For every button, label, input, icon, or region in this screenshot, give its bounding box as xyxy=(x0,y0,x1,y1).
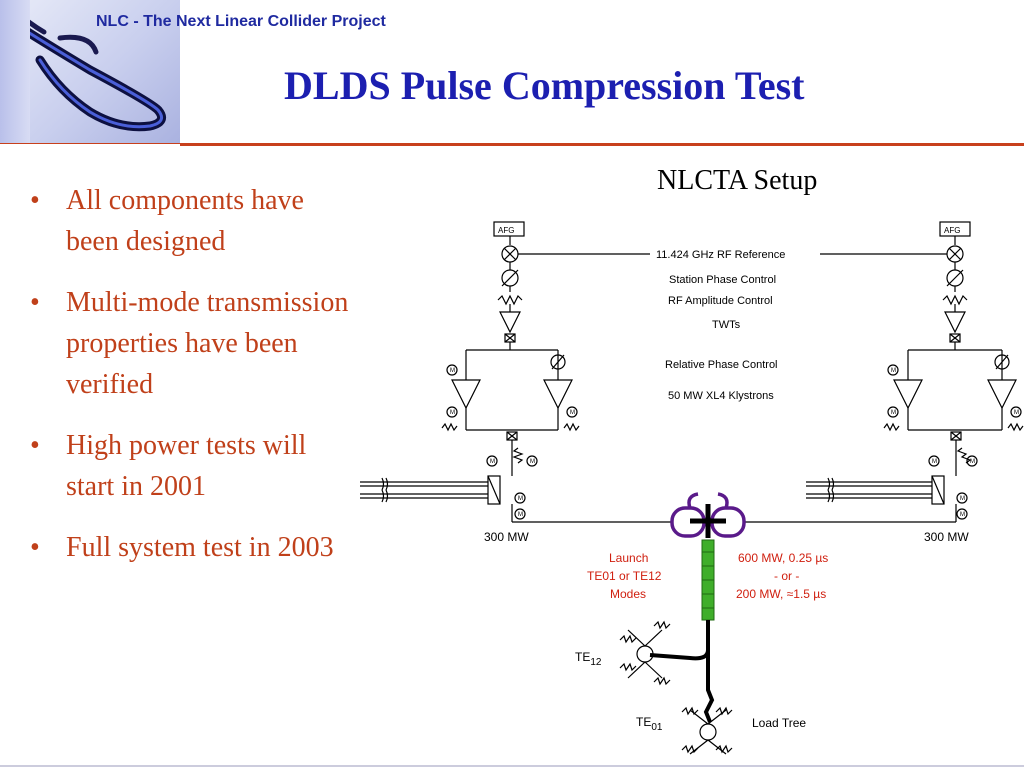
twts-label: TWTs xyxy=(712,319,741,331)
hybrid-coupler-icon xyxy=(931,475,945,505)
pulse-label-line3: 200 MW, ≈1.5 µs xyxy=(736,587,826,601)
motor-label: M xyxy=(450,410,455,416)
motor-label: M xyxy=(490,459,495,465)
motor-label: M xyxy=(932,459,937,465)
load-tree-label: Load Tree xyxy=(752,716,806,730)
motor-icon xyxy=(966,455,978,467)
motor-label: M xyxy=(1014,410,1019,416)
launch-label-line3: Modes xyxy=(610,587,646,601)
bullet-item: • All components have been designed xyxy=(30,180,350,262)
klystron-icon xyxy=(543,379,573,410)
motor-icon xyxy=(956,492,968,504)
motor-label: M xyxy=(518,512,523,518)
bullet-item: • Multi-mode transmission properties have… xyxy=(30,282,350,405)
motor-icon xyxy=(526,455,538,467)
motor-icon xyxy=(1010,406,1022,418)
power-label-right: 300 MW xyxy=(924,530,969,544)
motor-label: M xyxy=(450,368,455,374)
bullet-text: High power tests will start in 2001 xyxy=(66,430,307,502)
relative-phase-label: Relative Phase Control xyxy=(665,359,778,371)
launch-label-line2: TE01 or TE12 xyxy=(587,569,662,583)
motor-icon xyxy=(514,492,526,504)
te12-label: TE12 xyxy=(575,650,602,668)
phase-shifter-icon xyxy=(994,354,1010,370)
motor-icon xyxy=(887,364,899,376)
nlcta-setup-diagram: AFG AFG 11.424 GHz RF Reference Station … xyxy=(360,221,1024,755)
bullet-item: • High power tests will start in 2001 xyxy=(30,425,350,507)
bullet-dot-icon: • xyxy=(30,185,40,216)
bullet-dot-icon: • xyxy=(30,532,40,563)
klystron-icon xyxy=(987,379,1017,410)
bullet-list: • All components have been designed • Mult… xyxy=(30,180,350,588)
te01-subscript: 01 xyxy=(651,722,663,733)
load-tree xyxy=(649,620,715,723)
motor-icon xyxy=(928,455,940,467)
klystron-icon xyxy=(893,379,923,410)
te01-label: TE01 xyxy=(636,715,663,733)
twt-amplifier-icon xyxy=(944,311,966,334)
title-divider xyxy=(180,143,1024,146)
motor-label: M xyxy=(518,496,523,502)
motor-icon xyxy=(514,508,526,520)
bullet-text: Multi-mode transmission properties have … xyxy=(66,287,349,400)
motor-label: M xyxy=(960,512,965,518)
bullet-text: Full system test in 2003 xyxy=(66,532,334,563)
te01-base: TE xyxy=(636,715,651,729)
te12-subscript: 12 xyxy=(590,657,602,668)
title-divider-left xyxy=(0,143,180,144)
motor-icon xyxy=(566,406,578,418)
bullet-item: • Full system test in 2003 xyxy=(30,527,350,568)
motor-label: M xyxy=(891,368,896,374)
hybrid-coupler-icon xyxy=(487,475,501,505)
rf-amplitude-label: RF Amplitude Control xyxy=(668,295,773,307)
bullet-dot-icon: • xyxy=(30,430,40,461)
afg-label-right: AFG xyxy=(944,226,960,235)
launch-label-line1: Launch xyxy=(609,551,648,565)
phase-shifter-icon xyxy=(550,354,566,370)
motor-icon xyxy=(887,406,899,418)
bullet-text: All components have been designed xyxy=(66,185,304,257)
power-label-left: 300 MW xyxy=(484,530,529,544)
klystron-icon xyxy=(451,379,481,410)
afg-box-left xyxy=(493,221,525,237)
motor-label: M xyxy=(970,459,975,465)
motor-label: M xyxy=(891,410,896,416)
afg-label-left: AFG xyxy=(498,226,514,235)
attenuator-icon xyxy=(942,294,968,306)
project-header-title: NLC - The Next Linear Collider Project xyxy=(96,13,386,30)
twt-amplifier-icon xyxy=(499,311,521,334)
rf-reference-label: 11.424 GHz RF Reference xyxy=(656,249,785,261)
pulse-label-line2: - or - xyxy=(774,569,799,583)
station-phase-label: Station Phase Control xyxy=(669,274,776,286)
bullet-dot-icon: • xyxy=(30,287,40,318)
motor-icon xyxy=(486,455,498,467)
motor-icon xyxy=(446,364,458,376)
te12-base: TE xyxy=(575,650,590,664)
footer-divider xyxy=(0,765,1024,767)
motor-label: M xyxy=(530,459,535,465)
motor-label: M xyxy=(960,496,965,502)
slide-title: DLDS Pulse Compression Test xyxy=(284,63,805,108)
motor-label: M xyxy=(570,410,575,416)
load-icon xyxy=(699,723,717,741)
nlc-logo xyxy=(0,0,180,143)
pulse-label-line1: 600 MW, 0.25 µs xyxy=(738,551,828,565)
klystrons-label: 50 MW XL4 Klystrons xyxy=(668,390,774,402)
attenuator-icon xyxy=(497,294,523,306)
diagram-title: NLCTA Setup xyxy=(657,165,818,196)
motor-icon xyxy=(956,508,968,520)
motor-icon xyxy=(446,406,458,418)
